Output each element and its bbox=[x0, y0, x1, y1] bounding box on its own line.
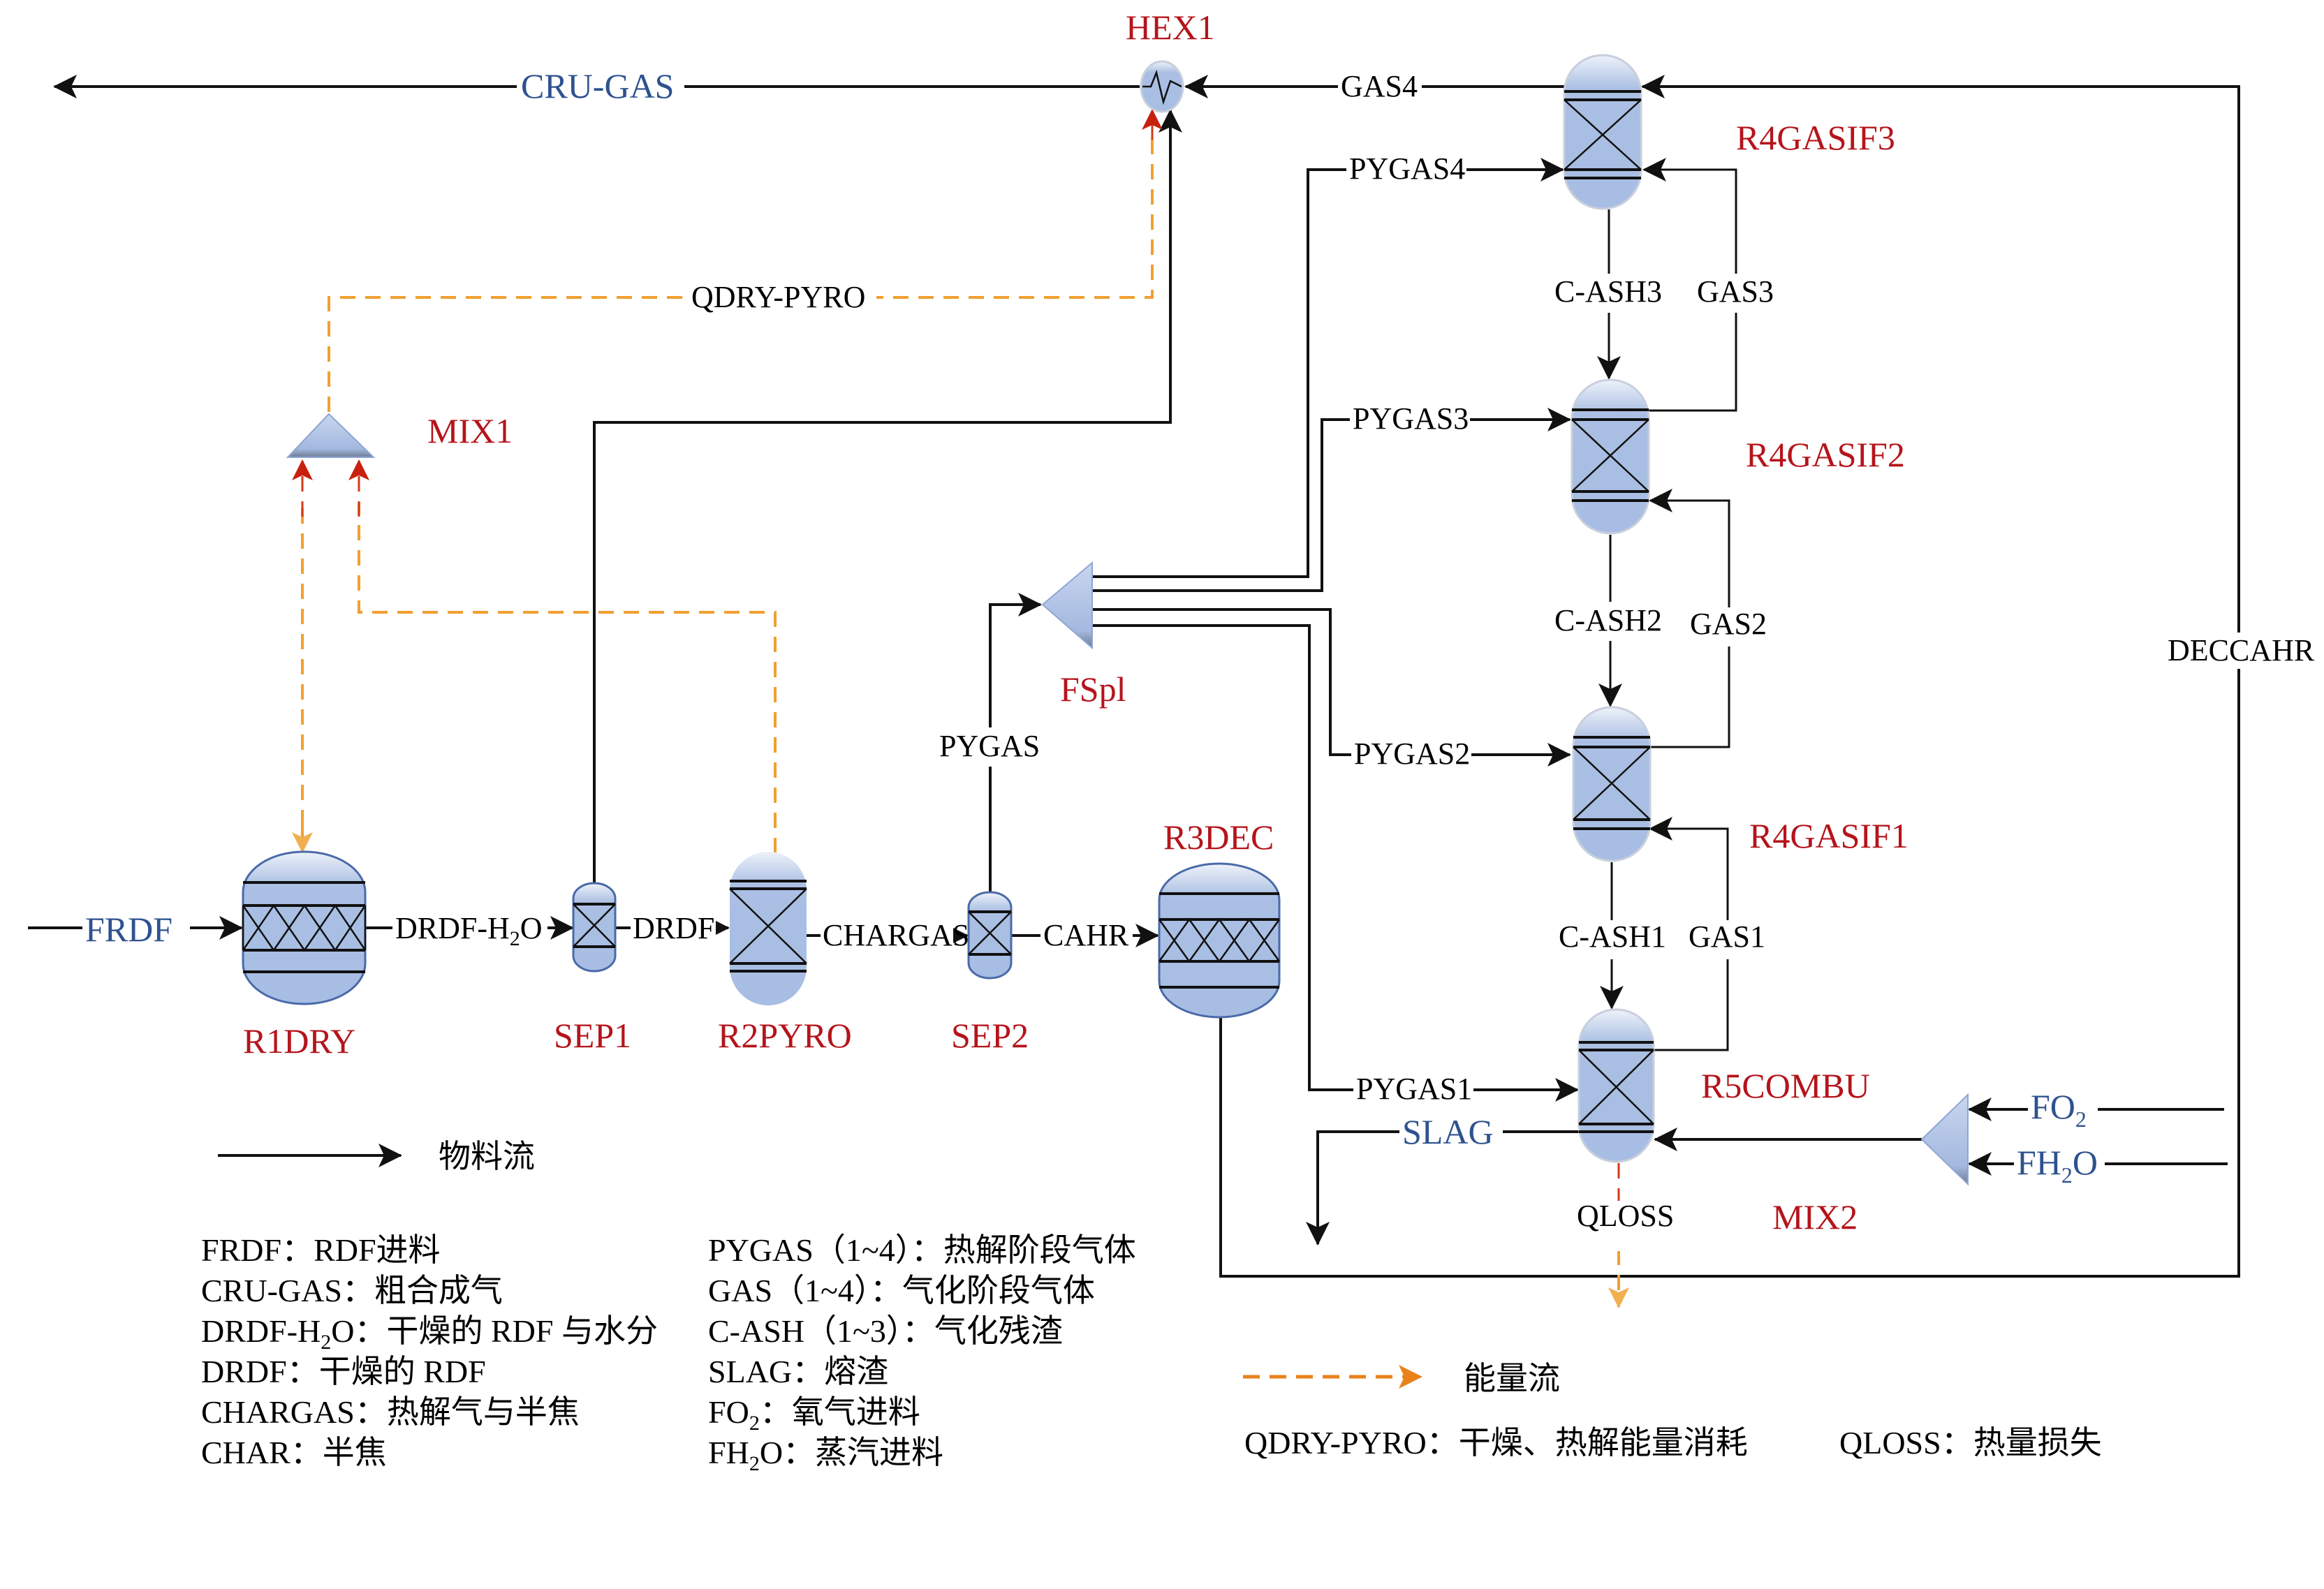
legend-energy-flow: 能量流 bbox=[1464, 1361, 1560, 1396]
label-gas3: GAS3 bbox=[1697, 274, 1774, 309]
legend-entry: CHAR：半焦 bbox=[201, 1435, 387, 1470]
label-deccahr: DECCAHR bbox=[2168, 633, 2315, 667]
label-r3dec: R3DEC bbox=[1163, 818, 1274, 857]
legend-entry: PYGAS（1~4）：热解阶段气体 bbox=[708, 1232, 1136, 1268]
label-drdf-h2o: DRDF-H2O bbox=[395, 911, 543, 950]
label-pygas2: PYGAS2 bbox=[1354, 737, 1470, 771]
unit-mix1[interactable] bbox=[286, 413, 376, 458]
legend-energy-note-qloss: QLOSS：热量损失 bbox=[1839, 1425, 2102, 1461]
unit-r1dry[interactable] bbox=[242, 850, 367, 1005]
stream-pygas1[interactable] bbox=[1092, 624, 1579, 1102]
label-fh2o: FH2O bbox=[2017, 1143, 2098, 1188]
legend-entry: FH2O：蒸汽进料 bbox=[708, 1435, 943, 1475]
label-qloss: QLOSS bbox=[1577, 1199, 1674, 1233]
legend-entry: CHARGAS：热解气与半焦 bbox=[201, 1394, 580, 1430]
label-r2pyro: R2PYRO bbox=[718, 1016, 852, 1055]
label-cru-gas: CRU-GAS bbox=[521, 66, 674, 105]
unit-labels: HEX1 R4GASIF3 R4GASIF2 R4GASIF1 R5COMBU … bbox=[243, 8, 1909, 1236]
label-c-ash1: C-ASH1 bbox=[1559, 919, 1666, 954]
label-r5combu: R5COMBU bbox=[1701, 1066, 1870, 1105]
legend-left-column: FRDF：RDF进料 CRU-GAS：粗合成气 DRDF-H2O：干燥的 RDF 与… bbox=[201, 1232, 658, 1470]
unit-r4gasif2[interactable] bbox=[1571, 378, 1650, 535]
legend-right-column: PYGAS（1~4）：热解阶段气体 GAS（1~4）：气化阶段气体 C-ASH（1~… bbox=[708, 1232, 1136, 1475]
legend-entry: DRDF-H2O：干燥的 RDF 与水分 bbox=[201, 1313, 658, 1354]
unit-mix2[interactable] bbox=[1920, 1093, 1969, 1186]
legend-entry: DRDF：干燥的 RDF bbox=[201, 1354, 486, 1389]
label-r4gasif3: R4GASIF3 bbox=[1736, 118, 1895, 157]
stream-pygas2[interactable] bbox=[1092, 608, 1571, 767]
legend-material-flow: 物料流 bbox=[439, 1139, 535, 1174]
stream-pygas[interactable] bbox=[989, 593, 1042, 894]
label-r4gasif2: R4GASIF2 bbox=[1746, 435, 1905, 474]
label-mix2: MIX2 bbox=[1772, 1197, 1858, 1236]
unit-r4gasif1[interactable] bbox=[1572, 706, 1652, 862]
label-pygas1: PYGAS1 bbox=[1356, 1072, 1472, 1106]
unit-r5combu[interactable] bbox=[1577, 1008, 1655, 1163]
unit-hex1[interactable] bbox=[1140, 60, 1184, 113]
label-pygas: PYGAS bbox=[939, 729, 1040, 763]
label-chargas: CHARGAS bbox=[823, 918, 969, 952]
stream-labels: CRU-GAS GAS4 QDRY-PYRO PYGAS4 PYGAS3 PYG… bbox=[82, 66, 2318, 1251]
legend-entry: FRDF：RDF进料 bbox=[201, 1232, 441, 1268]
legend-energy-note-qdry: QDRY-PYRO：干燥、热解能量消耗 bbox=[1244, 1425, 1748, 1461]
stream-pygas4[interactable] bbox=[1092, 158, 1564, 578]
label-c-ash3: C-ASH3 bbox=[1554, 274, 1662, 309]
label-r1dry: R1DRY bbox=[243, 1021, 355, 1060]
stream-qdry-pyro[interactable] bbox=[328, 133, 1154, 412]
legend-entry: C-ASH（1~3）：气化残渣 bbox=[708, 1313, 1063, 1349]
label-slag: SLAG bbox=[1402, 1112, 1494, 1151]
label-cahr: CAHR bbox=[1043, 918, 1129, 952]
unit-r3dec[interactable] bbox=[1158, 862, 1281, 1019]
label-sep1: SEP1 bbox=[554, 1016, 631, 1055]
heat-exchanger-icon bbox=[1142, 69, 1182, 105]
unit-fspl[interactable] bbox=[1041, 561, 1093, 650]
label-fspl: FSpl bbox=[1060, 670, 1126, 709]
legend-entry: FO2：氧气进料 bbox=[708, 1394, 920, 1435]
unit-sep2[interactable] bbox=[967, 891, 1013, 980]
label-drdf: DRDF bbox=[633, 911, 714, 945]
legend-entry: CRU-GAS：粗合成气 bbox=[201, 1273, 503, 1308]
stream-sep1-vapor[interactable] bbox=[593, 109, 1182, 885]
label-c-ash2: C-ASH2 bbox=[1554, 603, 1662, 637]
label-fo2: FO2 bbox=[2031, 1087, 2087, 1132]
unit-r2pyro[interactable] bbox=[729, 852, 807, 1005]
unit-sep1[interactable] bbox=[572, 882, 617, 973]
label-gas2: GAS2 bbox=[1690, 607, 1767, 641]
label-r4gasif1: R4GASIF1 bbox=[1749, 816, 1909, 855]
label-frdf: FRDF bbox=[85, 910, 172, 949]
label-hex1: HEX1 bbox=[1126, 8, 1215, 47]
label-gas1: GAS1 bbox=[1689, 919, 1765, 954]
stream-pygas3[interactable] bbox=[1092, 408, 1571, 592]
label-pygas3: PYGAS3 bbox=[1353, 401, 1469, 436]
label-pygas4: PYGAS4 bbox=[1349, 151, 1465, 186]
stream-deccahr[interactable] bbox=[1219, 75, 2240, 1278]
label-sep2: SEP2 bbox=[951, 1016, 1029, 1055]
energy-r2pyro[interactable] bbox=[358, 503, 777, 853]
label-mix1: MIX1 bbox=[427, 411, 513, 450]
label-qdry-pyro: QDRY-PYRO bbox=[691, 280, 865, 314]
legend: 物料流 能量流 FRDF：RDF进料 CRU-GAS：粗合成气 DRDF-H2O：干… bbox=[201, 1139, 2102, 1475]
legend-entry: GAS（1~4）：气化阶段气体 bbox=[708, 1273, 1095, 1308]
unit-r4gasif3[interactable] bbox=[1563, 54, 1642, 210]
legend-entry: SLAG：熔渣 bbox=[708, 1354, 888, 1389]
label-gas4: GAS4 bbox=[1341, 69, 1418, 103]
